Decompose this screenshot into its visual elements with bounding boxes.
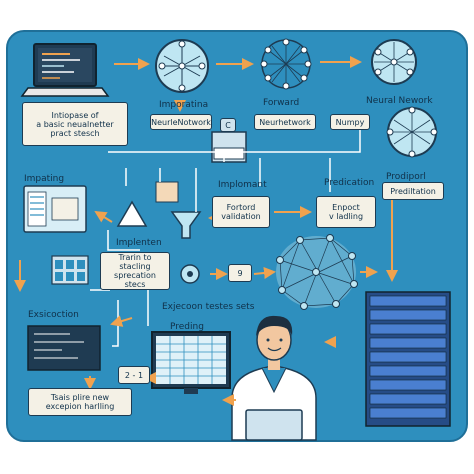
code-window-icon xyxy=(23,185,87,233)
network-icon xyxy=(276,234,358,310)
triangle-warning-icon xyxy=(116,200,148,227)
label-implenten: Implenten xyxy=(116,238,162,248)
label-predication: Predication xyxy=(324,178,375,188)
train-line-3: sprecation stecs xyxy=(114,271,156,289)
spreadsheet-monitor-icon xyxy=(51,255,89,285)
small-step-box: 2 - 1 xyxy=(118,366,150,384)
expect-line-1: Enpoct xyxy=(332,203,360,212)
spreadsheet-monitor-icon xyxy=(151,331,231,394)
label-importing-left: Impating xyxy=(24,174,65,184)
train-box: Trarin to stacling sprecation stecs xyxy=(100,252,170,290)
network-icon xyxy=(371,39,417,85)
number-box: 9 xyxy=(228,264,252,282)
forward-line-1: Fortord xyxy=(226,203,256,212)
prediction-box: Prediltation xyxy=(382,182,444,200)
code-window-icon xyxy=(27,325,101,371)
numpy-button[interactable]: Numpy xyxy=(330,114,370,130)
label-preding: Preding xyxy=(170,322,204,332)
intro-line-2: a basic neualnetter xyxy=(36,119,114,129)
intro-line-3: pract stesch xyxy=(50,128,100,138)
intro-line-1: Intiopase of xyxy=(51,110,99,120)
label-implement: Implomant xyxy=(218,180,267,190)
code-icon-label: C xyxy=(220,118,236,132)
code-window-icon xyxy=(155,181,179,203)
expect-line-2: v ladling xyxy=(328,212,364,221)
laptop-icon xyxy=(20,43,110,97)
server-rack-icon xyxy=(365,291,451,427)
expect-ladling-box: Enpoct v ladling xyxy=(316,196,376,228)
label-neural-network: Neural Nework xyxy=(366,96,433,106)
network-icon xyxy=(155,39,209,93)
funnel-icon xyxy=(170,211,202,239)
neuralnetwork-button[interactable]: NeurleNotwork xyxy=(150,114,212,130)
train-line-2: stacling xyxy=(119,262,151,271)
gear-icon xyxy=(180,264,200,284)
network-icon xyxy=(386,106,438,158)
label-exsicoction: Exsicoction xyxy=(28,310,79,320)
neurnetwork-button[interactable]: Neurhetwork xyxy=(254,114,316,130)
train-line-1: Trarin to xyxy=(118,253,152,262)
label-importing-top: Imporatina xyxy=(159,100,209,110)
network-icon xyxy=(260,38,312,90)
forward-validation-box: Fortord validation xyxy=(212,196,270,228)
tsais-line-2: excepion harlling xyxy=(45,402,115,411)
developer-avatar xyxy=(231,315,317,441)
label-forward: Forward xyxy=(263,98,300,108)
label-exjection: Exjecoon testes sets xyxy=(162,302,255,312)
intro-box: Intiopase of a basic neualnetter pract s… xyxy=(22,102,128,146)
code-window-icon xyxy=(211,131,247,163)
tsais-line-1: Tsais plire new xyxy=(50,393,110,402)
forward-line-2: validation xyxy=(221,212,261,221)
tsais-box: Tsais plire new excepion harlling xyxy=(28,388,132,416)
label-prediport: Prodiporl xyxy=(386,172,426,182)
